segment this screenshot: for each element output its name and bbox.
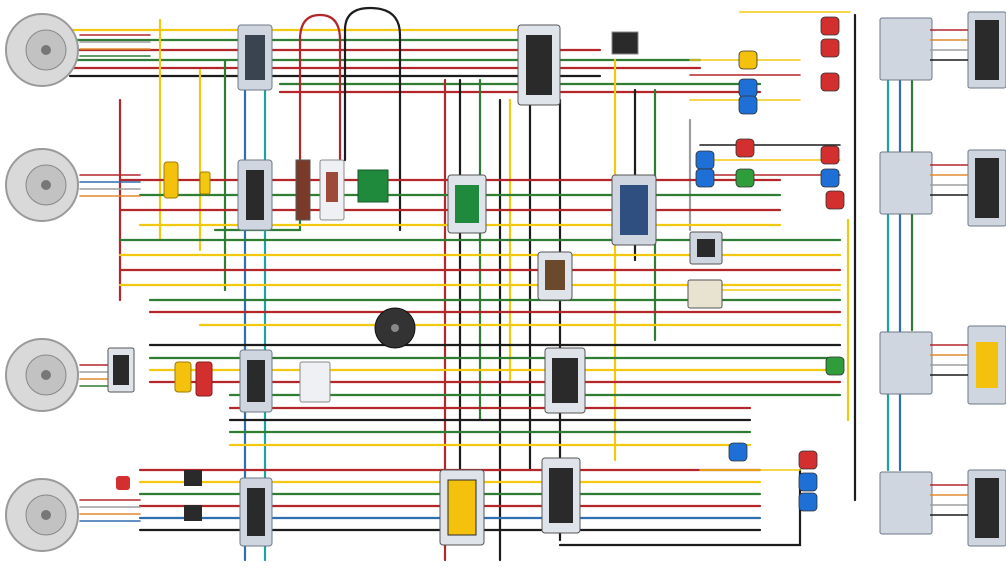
- led-indicator: [820, 16, 840, 36]
- relay-module: [517, 24, 561, 106]
- terminal-strip: [879, 11, 1006, 89]
- relay-module: [447, 174, 487, 234]
- terminal-strip: [879, 469, 1006, 547]
- fuse: [116, 470, 202, 521]
- led-indicator: [738, 95, 758, 115]
- led-indicator: [735, 168, 755, 188]
- relay-module: [239, 477, 273, 547]
- led-indicator: [695, 150, 715, 170]
- chip-module: [689, 231, 723, 265]
- led-indicator: [820, 38, 840, 58]
- relay-module: [237, 159, 273, 231]
- terminal-leads: [930, 29, 968, 516]
- led-indicator: [825, 190, 845, 210]
- vertical-wires: [118, 13, 914, 562]
- chip-module: [687, 279, 723, 309]
- relay-module: [239, 349, 273, 413]
- top-wire-bus: [68, 28, 762, 94]
- led-indicator: [820, 168, 840, 188]
- dial-group: [5, 13, 79, 552]
- chip-module: [299, 361, 331, 403]
- terminal-strip: [879, 149, 1006, 227]
- dial: [5, 148, 79, 222]
- fuse: [174, 361, 213, 397]
- dial: [5, 13, 79, 87]
- relay-module: [439, 469, 485, 546]
- chip-module: [611, 31, 639, 55]
- led-indicator: [798, 492, 818, 512]
- dial-leads: [79, 34, 151, 522]
- chip-module: [319, 159, 345, 221]
- fuse: [163, 161, 211, 199]
- led-indicator: [738, 50, 758, 70]
- chip-module: [295, 159, 311, 221]
- led-indicator: [820, 72, 840, 92]
- led-indicator: [728, 442, 748, 462]
- chip-module: [107, 347, 135, 393]
- led-indicator: [820, 145, 840, 165]
- led-indicator: [738, 78, 758, 98]
- dial: [5, 478, 79, 552]
- relay-module: [541, 457, 581, 534]
- relay-module: [544, 347, 586, 414]
- components-layer: [107, 11, 1006, 547]
- chip-module: [537, 251, 573, 301]
- dial: [5, 338, 79, 412]
- led-indicator: [798, 472, 818, 492]
- led-wiring: [689, 11, 851, 471]
- led-indicator: [825, 356, 845, 376]
- pcb-board: [357, 169, 389, 203]
- relay-module: [611, 174, 657, 246]
- led-indicator: [735, 138, 755, 158]
- relay-module: [237, 24, 273, 91]
- terminal-strip: [879, 325, 1006, 405]
- led-indicator: [695, 168, 715, 188]
- led-indicator: [798, 450, 818, 470]
- led-group: [695, 16, 845, 512]
- buzzer: [374, 307, 416, 349]
